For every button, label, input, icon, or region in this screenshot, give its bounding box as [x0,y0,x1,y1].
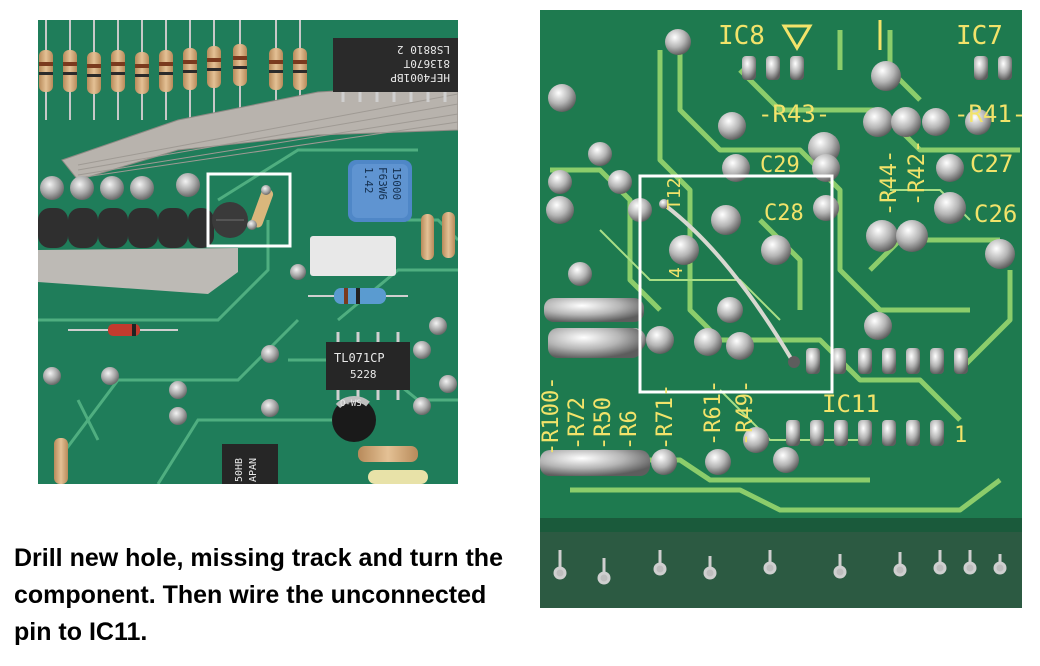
bottom-chip: 50HB APAN [222,444,278,484]
black-diode-row [38,208,214,248]
label-c26: C26 [974,200,1017,228]
turned-component [212,185,274,238]
highlight-box-right [638,174,834,394]
label-r49: -R49- [733,380,758,446]
label-ic8: IC8 [718,21,765,51]
bottom-chip-line-1: 50HB [234,458,245,482]
new-hole-pad [659,199,669,209]
opamp-line-1: TL071CP [334,351,385,365]
resistor-right-2 [442,212,455,258]
label-r6: -R6 [617,410,642,450]
edge-connector-strip [540,530,1022,608]
chip-top-line-1: HEF4001BP [390,71,450,84]
blue-resistor [308,288,408,304]
label-c29: C29 [760,153,800,178]
electrolytic-capacitor: O-WS [332,396,376,442]
ic-pin-rows [742,56,1012,446]
label-c28: C28 [764,201,804,226]
label-ic7: IC7 [956,21,1003,51]
ribbon-cable-bottom [38,248,238,294]
solder-blob-rows [540,298,650,476]
label-r61: -R61- [701,380,726,446]
bottom-chip-line-2: APAN [248,458,259,482]
label-r42: -R42- [905,140,930,206]
label-pin1: 1 [954,423,967,448]
chip-top-line-3: LS8810 2 [397,43,450,56]
resistor-right-1 [421,214,434,260]
resistor-bottom-2 [368,470,428,484]
chip-top-line-2: 813670T [403,57,450,70]
resistor-row-top [39,20,307,120]
blue-capacitor: 15000 F63W6 1.42 [348,160,412,222]
right-pcb-svg: IC8 IC7 -R43- -R41- C29 C28 C27 C26 -R44… [540,10,1022,608]
label-r100: -R100- [540,377,564,456]
label-r41: -R41- [954,100,1022,128]
resistor-bottom-1 [358,446,418,462]
label-r50: -R50 [591,397,616,450]
label-r72: -R72 [565,397,590,450]
opamp-tl071cp: TL071CP 5228 [326,332,410,400]
left-pcb-svg: HEF4001BP 813670T LS8810 2 [38,20,458,484]
label-r44: -R44- [877,150,902,216]
chip-hef4001bp: HEF4001BP 813670T LS8810 2 [333,38,458,102]
white-resistor-block [310,236,396,276]
triangle-marker [781,24,813,51]
opamp-line-2: 5228 [350,368,377,381]
small-diode [68,324,178,336]
edge-shadow [540,518,1022,532]
label-t12: T12 [664,177,685,210]
pad-cluster [43,264,457,425]
label-r71: -R71- [653,384,678,450]
capacitor-line-1: 15000 [390,167,403,200]
edge-pins [553,550,1007,585]
right-pcb-photo: IC8 IC7 -R43- -R41- C29 C28 C27 C26 -R44… [540,10,1022,608]
ic11-pin-joint [788,356,800,368]
ribbon-cable-ridges [77,93,458,179]
jumper-wire [664,204,794,362]
label-c27: C27 [970,150,1013,178]
label-t4: 4 [666,267,687,278]
capacitor-line-2: F63W6 [376,167,389,200]
left-pcb-photo: HEF4001BP 813670T LS8810 2 [38,20,458,484]
highlight-box-left [206,172,292,248]
instruction-caption: Drill new hole, missing track and turn t… [14,544,503,646]
pad-row-left [40,173,200,200]
resistor-bottom-left [54,438,68,484]
label-ic11: IC11 [822,390,880,418]
capacitor-line-3: 1.42 [362,167,375,194]
label-r43: -R43- [758,100,830,128]
electrolytic-label: O-WS [340,399,362,409]
